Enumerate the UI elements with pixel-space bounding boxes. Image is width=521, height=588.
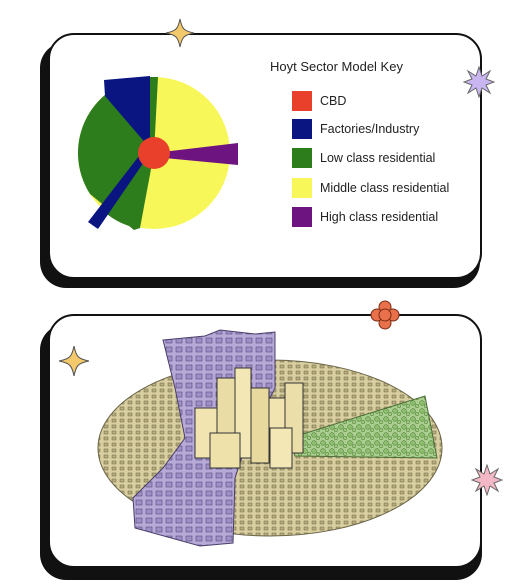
factories-sector	[88, 152, 154, 229]
star-burst-icon	[463, 66, 495, 98]
key-item-high-class: High class residential	[292, 207, 438, 227]
key-item-factories: Factories/Industry	[292, 119, 419, 139]
high-class-swatch	[292, 207, 312, 227]
key-label: Middle class residential	[320, 181, 450, 195]
key-label: CBD	[320, 94, 347, 108]
middle-class-swatch	[292, 178, 312, 198]
sparkle-icon	[165, 18, 195, 48]
factories-sector	[104, 76, 154, 153]
key-item-middle-class: Middle class residential	[292, 178, 449, 198]
flower-icon	[370, 300, 400, 330]
high-class-sector	[154, 143, 238, 165]
key-label: Factories/Industry	[320, 122, 420, 136]
low-class-sector	[150, 77, 158, 153]
key-item-cbd: CBD	[292, 91, 346, 111]
cbd-circle	[138, 137, 170, 169]
cbd-swatch	[292, 91, 312, 111]
hoyt-city-illustration	[97, 329, 443, 547]
low-class-swatch	[292, 148, 312, 168]
star-burst-icon	[471, 464, 503, 496]
sparkle-icon	[58, 345, 90, 377]
key-item-low-class: Low class residential	[292, 148, 435, 168]
key-title: Hoyt Sector Model Key	[270, 59, 403, 74]
cbd-skyscrapers	[194, 367, 304, 469]
key-label: Low class residential	[320, 151, 436, 165]
key-label: High class residential	[320, 210, 439, 224]
factories-swatch	[292, 119, 312, 139]
low-class-sector	[100, 153, 154, 228]
hoyt-sector-pie-diagram	[77, 76, 238, 230]
